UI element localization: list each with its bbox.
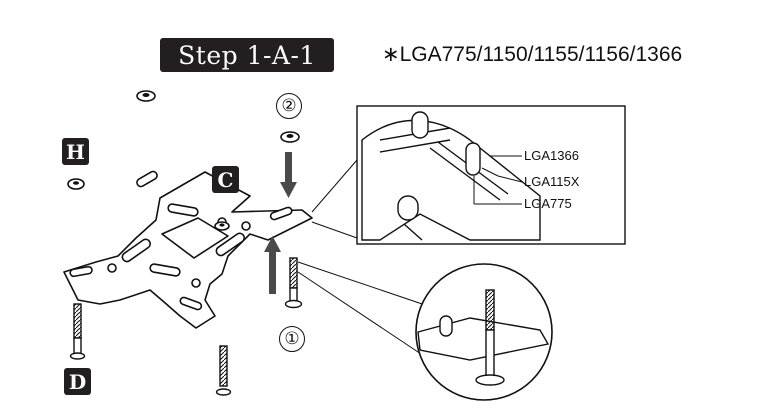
screw-icon: [69, 303, 86, 360]
nut-icon: [214, 221, 230, 231]
arrow-down-icon: [280, 152, 297, 198]
socket-compatibility-note: ∗LGA775/1150/1155/1156/1366: [382, 43, 683, 66]
step-number-one: ①: [279, 326, 305, 352]
callout-label-lga115x: LGA115X: [524, 174, 580, 189]
step-number-two: ②: [276, 93, 302, 119]
screw-icon: [284, 257, 303, 309]
step-label: Step 1-A-1: [178, 40, 316, 70]
nut-icon: [136, 90, 156, 102]
step-badge: Step 1-A-1: [160, 38, 334, 72]
part-label-d: D: [64, 368, 91, 395]
detail-callout-box: [311, 105, 626, 245]
callout-label-lga775: LGA775: [524, 196, 572, 211]
part-label-c: C: [212, 166, 239, 193]
part-label-h: H: [62, 138, 89, 165]
callout-label-lga1366: LGA1366: [524, 148, 579, 163]
nut-icon: [280, 131, 300, 143]
detail-circle: [297, 261, 553, 401]
screw-icon: [215, 345, 232, 396]
nut-icon: [67, 178, 85, 190]
backplate-icon: [63, 170, 313, 329]
arrow-up-icon: [264, 236, 281, 294]
